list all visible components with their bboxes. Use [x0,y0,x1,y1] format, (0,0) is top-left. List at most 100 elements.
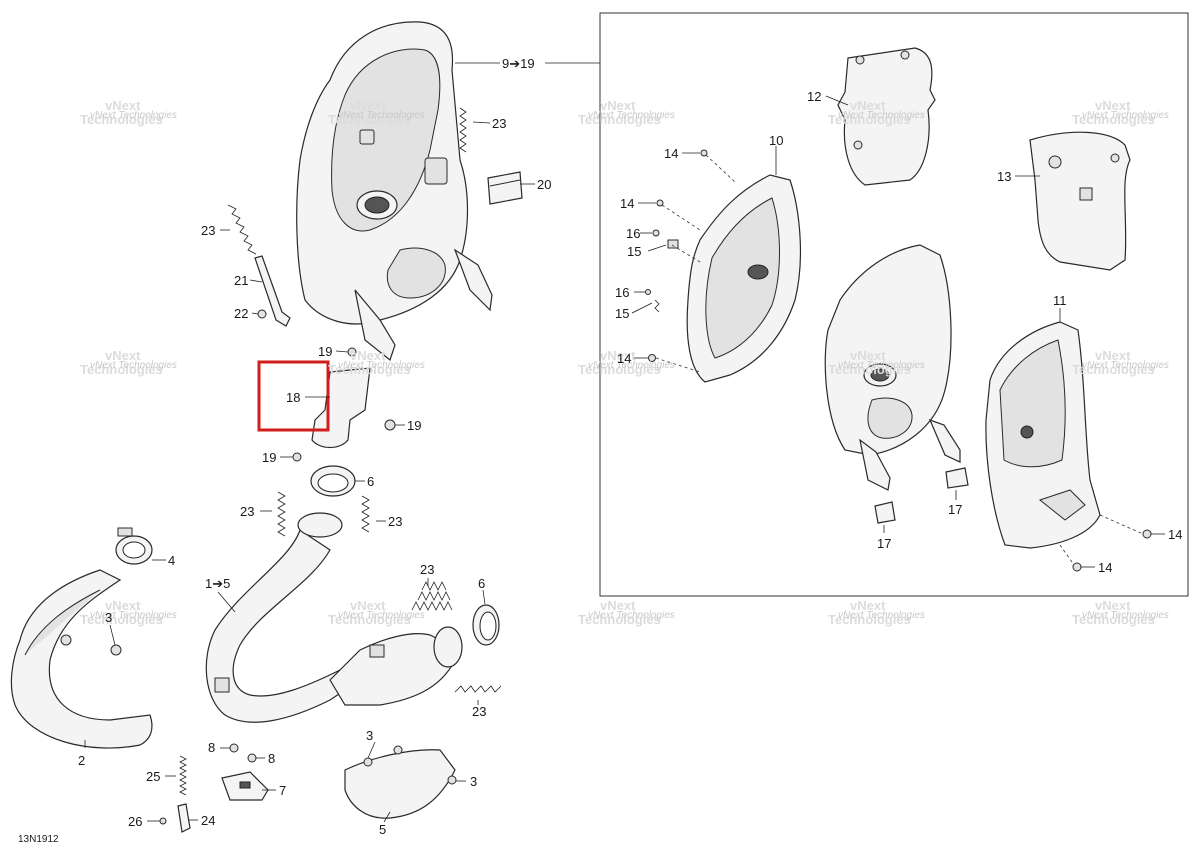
wm-6a: vNext [105,348,141,363]
highlight-box [257,360,330,432]
callout-23-group: 23 [420,562,434,577]
leader-lines [84,62,1165,823]
callout-12: 12 [807,89,821,104]
wm-4a: vNext [850,98,886,113]
wm-13a: vNext [600,598,636,613]
wm-7c: vNext Technologies [338,360,425,371]
wm-1c: vNext Technologies [90,110,177,121]
exhaust-pipe-assembly [205,512,463,723]
part-7-bracket [221,771,269,801]
part-8-screw-a [229,743,239,753]
callout-24: 24 [201,813,215,828]
wm-3a: vNext [600,98,636,113]
part-17-clip-b [945,467,969,489]
callout-23-low: 23 [472,704,486,719]
spring-23-mid-right [361,495,370,533]
part-5-lower-shield [344,745,457,819]
callout-23-top: 23 [492,116,506,131]
spring-23-left [227,204,257,255]
wm-9c: vNext Technologies [838,360,925,371]
part-18-duct [311,367,371,449]
callout-14-e: 14 [1098,560,1112,575]
wm-3b: Technologies [578,112,661,127]
part-11-panel [985,321,1101,549]
part-16-a [652,229,660,237]
wm-13c: vNext Technologies [588,610,675,621]
wm-10a: vNext [1095,348,1131,363]
callout-10: 10 [769,133,783,148]
callout-8-b: 8 [268,751,275,766]
wm-6b: Technologies [80,362,163,377]
callout-11: 11 [1053,293,1067,308]
part-19-screw-c [292,452,302,462]
callout-18: 18 [286,390,300,405]
callout-26: 26 [128,814,142,829]
callout-4: 4 [168,553,175,568]
callout-3-b: 3 [366,728,373,743]
callout-labels: 9➔19 23 20 23 21 22 19 18 19 19 6 23 23 … [78,56,1182,837]
airbox-assembly [296,21,493,362]
callout-19-b: 19 [407,418,421,433]
wm-10b: Technologies [1072,362,1155,377]
part-14-d [1142,529,1152,539]
spring-23-top [459,107,467,153]
wm-8b: Technologies [578,362,661,377]
callout-5: 5 [379,822,386,837]
callout-19-c: 19 [262,450,276,465]
wm-6c: vNext Technologies [90,360,177,371]
part-14-b [656,199,664,207]
callout-23-mid-left: 23 [240,504,254,519]
callout-21: 21 [234,273,248,288]
wm-2a: vNext [350,98,386,113]
callout-17-b: 17 [948,502,962,517]
callout-14-c: 14 [617,351,631,366]
wm-5b: Technologies [1072,112,1155,127]
wm-4c: vNext Technologies [838,110,925,121]
wm-14c: vNext Technologies [838,610,925,621]
part-2-heat-shield [10,569,153,749]
wm-9b: Technologies [828,362,911,377]
wm-2c: vNext Technologies [338,110,425,121]
wm-10c: vNext Technologies [1082,360,1169,371]
callout-7: 7 [279,783,286,798]
part-6-ring-b [472,604,500,646]
part-14-c [648,354,656,362]
wm-14a: vNext [850,598,886,613]
wm-5c: vNext Technologies [1082,110,1169,121]
part-17-clip-a [874,501,896,524]
callout-6-a: 6 [367,474,374,489]
part-15-b [654,299,660,313]
wm-3c: vNext Technologies [588,110,675,121]
wm-8c: vNext Technologies [588,360,675,371]
part-13-gasket [1029,131,1131,271]
callout-15-a: 15 [627,244,641,259]
callout-23-left: 23 [201,223,215,238]
wm-7a: vNext [350,348,386,363]
drawing-code: 13N1912 [18,834,59,845]
callout-15-b: 15 [615,306,629,321]
wm-15b: Technologies [1072,612,1155,627]
wm-11c: vNext Technologies [90,610,177,621]
part-14-e [1072,562,1082,572]
part-16-b [645,289,651,295]
part-25-spring [179,755,187,796]
part-10-cover [686,174,802,383]
detail-frame [599,12,1189,597]
part-20-clip [487,171,523,205]
callout-16-b: 16 [615,285,629,300]
callout-8-a: 8 [208,740,215,755]
callout-3-c: 3 [470,774,477,789]
wm-13b: Technologies [578,612,661,627]
wm-14b: Technologies [828,612,911,627]
callout-2: 2 [78,753,85,768]
wm-12a: vNext [350,598,386,613]
callout-20: 20 [537,177,551,192]
part-6-ring-a [310,465,356,497]
part-21-bracket [254,255,291,327]
callout-25: 25 [146,769,160,784]
part-12-gasket [837,47,936,186]
wm-2b: Technologies [328,112,411,127]
wm-11a: vNext [105,598,141,613]
callout-9-19: 9➔19 [502,56,535,71]
